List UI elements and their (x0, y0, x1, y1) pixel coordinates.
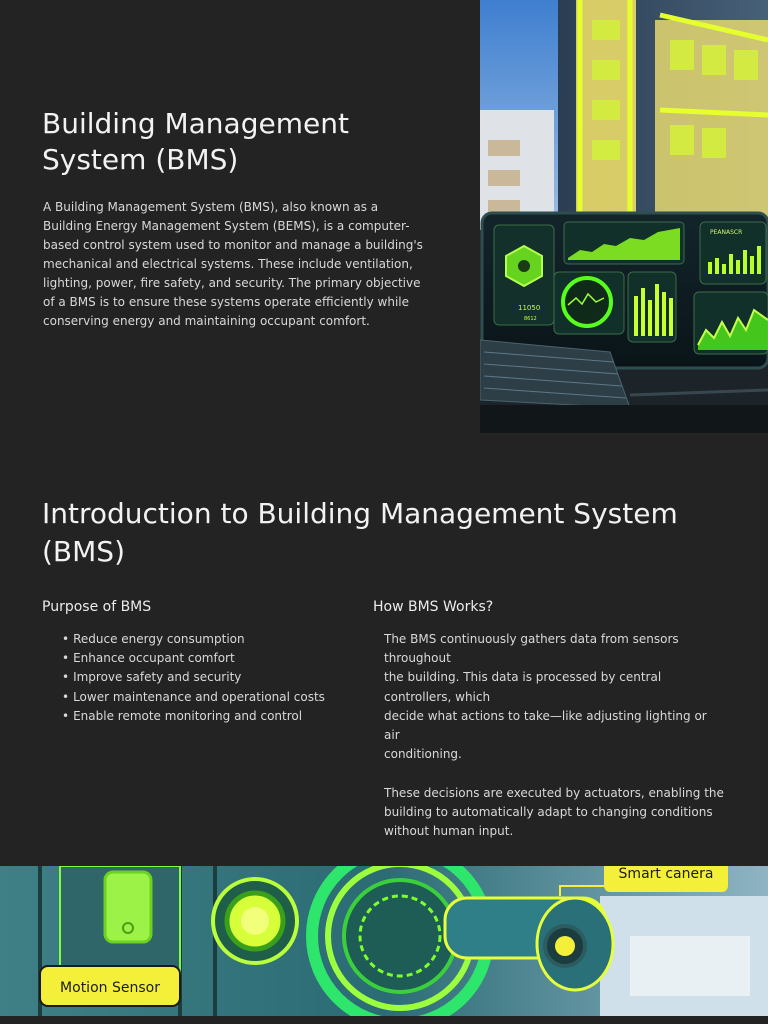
how-heading: How BMS Works? (373, 599, 494, 615)
list-item: Reduce energy consumption (62, 630, 325, 649)
page-title: Building Management System (BMS) (42, 107, 349, 176)
smart-devices-illustration: Motion Sensor Smart canera (0, 866, 768, 1016)
text-line: throughout (384, 651, 451, 666)
how-it-works-text: The BMS continuously gathers data from s… (384, 630, 724, 841)
intro-paragraph: A Building Management System (BMS), also… (43, 200, 423, 328)
text-line: controllers, which (384, 689, 491, 704)
screen-counter-a: 11050 (518, 304, 540, 312)
bms-dashboard-illustration: 11050 8612 PEANASCR (480, 0, 768, 433)
text-line (384, 764, 724, 783)
purpose-list: Reduce energy consumption Enhance occupa… (62, 630, 325, 726)
text-line: the building. This data is processed by … (384, 670, 662, 685)
purpose-heading: Purpose of BMS (42, 599, 152, 615)
text-line: without human input. (384, 824, 514, 839)
list-item: Enhance occupant comfort (62, 649, 325, 668)
smart-camera-label: Smart canera (619, 866, 714, 882)
text-line: The BMS continuously gathers data from s… (384, 632, 679, 646)
text-line: conditioning. (384, 747, 462, 762)
motion-sensor-label: Motion Sensor (60, 980, 160, 996)
text-line: building to automatically adapt to chang… (384, 804, 713, 819)
text-line: These decisions are executed by actuator… (384, 785, 724, 800)
list-item: Lower maintenance and operational costs (62, 688, 325, 707)
list-item: Enable remote monitoring and control (62, 707, 325, 726)
list-item: Improve safety and security (62, 668, 325, 687)
screen-counter-b: 8612 (524, 316, 537, 322)
section-title: Introduction to Building Management Syst… (42, 497, 678, 568)
screen-brand-label: PEANASCR (710, 229, 742, 236)
text-line: decide what actions to take—like adjusti… (384, 708, 707, 743)
